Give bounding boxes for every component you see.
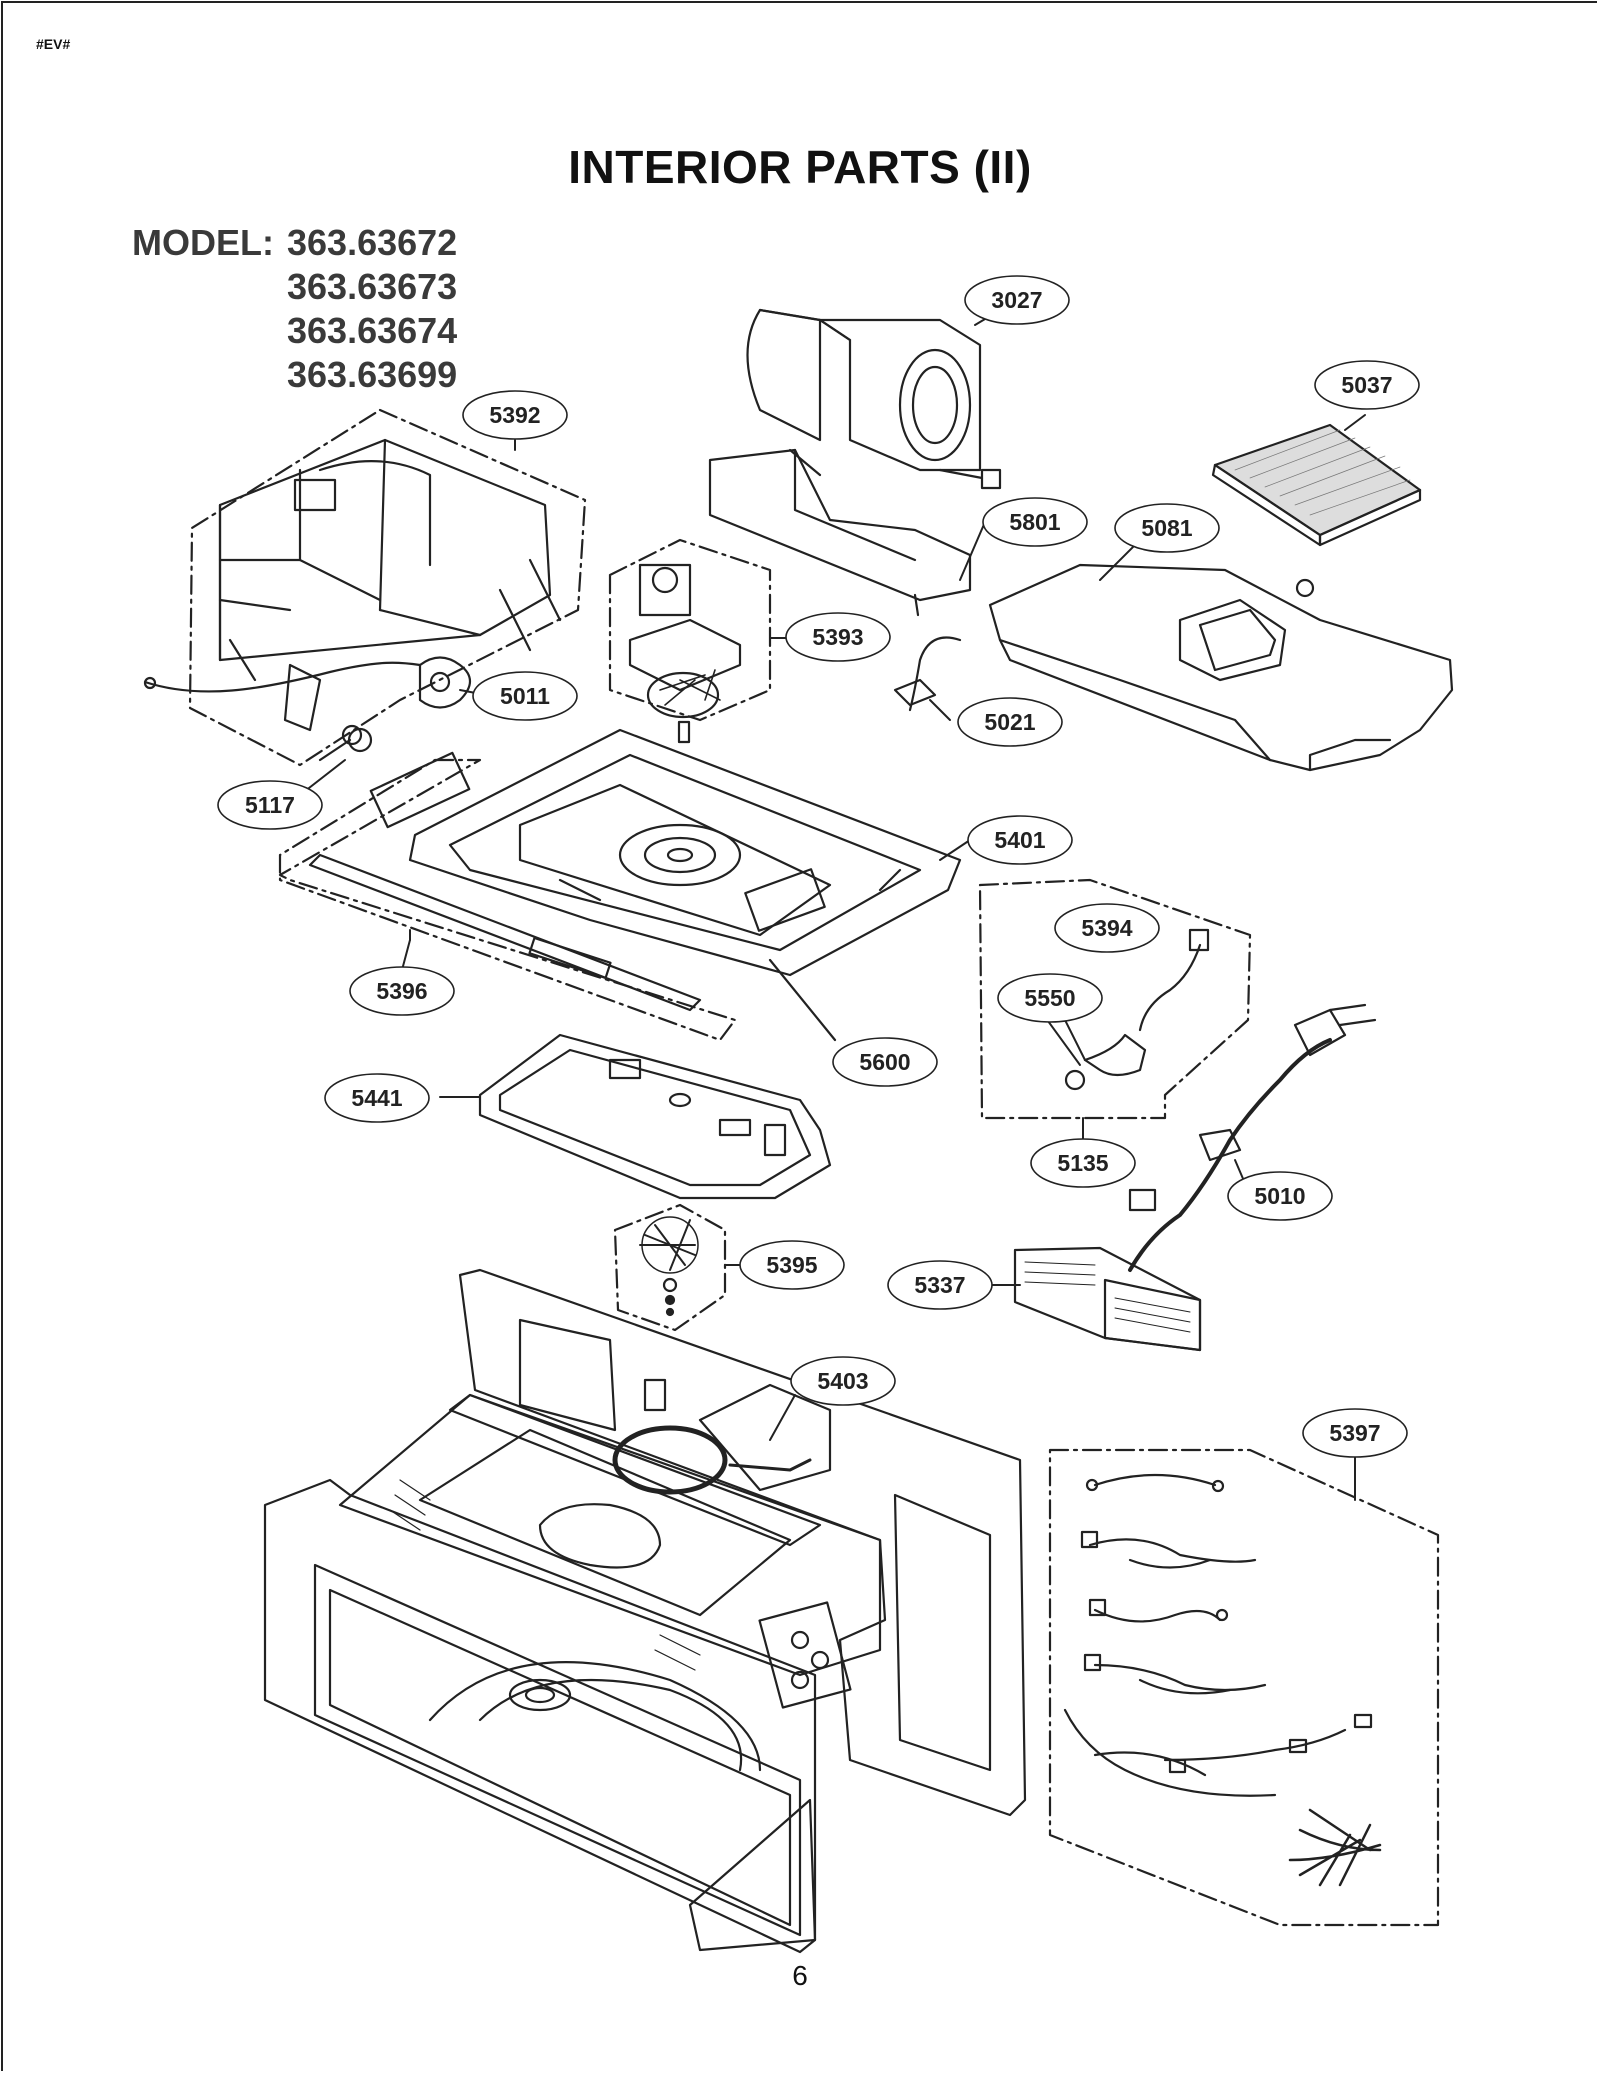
callout-5010: 5010 bbox=[1254, 1183, 1305, 1209]
part-5337-vent-grille bbox=[1013, 1246, 1202, 1352]
callout-3027: 3027 bbox=[991, 287, 1042, 313]
callout-5600: 5600 bbox=[859, 1049, 910, 1075]
group-box-5395 bbox=[613, 1203, 727, 1332]
page-title: INTERIOR PARTS (II) bbox=[568, 141, 1032, 193]
part-5393-motor bbox=[628, 563, 742, 744]
model-number-4: 363.63699 bbox=[287, 354, 458, 395]
callout-5394: 5394 bbox=[1081, 915, 1132, 941]
part-5441-plate bbox=[478, 1033, 832, 1200]
model-number-3: 363.63674 bbox=[287, 310, 458, 351]
part-3027-blower bbox=[746, 308, 1002, 490]
part-5401-cavity-top bbox=[408, 728, 962, 977]
group-box-5135 bbox=[978, 878, 1252, 1120]
page-number: 6 bbox=[792, 1960, 808, 1991]
part-main-cavity bbox=[263, 1268, 1027, 1954]
leader-5600 bbox=[768, 958, 837, 1042]
callout-5401: 5401 bbox=[994, 827, 1045, 853]
callout-5337: 5337 bbox=[914, 1272, 965, 1298]
part-5801-bracket bbox=[708, 448, 972, 617]
callout-5801: 5801 bbox=[1009, 509, 1060, 535]
group-box-5396 bbox=[278, 758, 737, 1042]
leader-lines bbox=[299, 299, 1366, 1501]
group-box-5393 bbox=[608, 538, 772, 722]
callout-5081: 5081 bbox=[1141, 515, 1192, 541]
model-number-2: 363.63673 bbox=[287, 266, 458, 307]
part-5021-wire bbox=[893, 636, 962, 712]
part-5392-fan-duct bbox=[218, 438, 562, 682]
model-number-1: 363.63672 bbox=[287, 222, 458, 263]
callout-5117: 5117 bbox=[245, 792, 295, 818]
model-label: MODEL: bbox=[132, 222, 274, 263]
document-code: #EV# bbox=[36, 36, 71, 52]
callout-5396: 5396 bbox=[376, 978, 427, 1004]
callout-5011: 5011 bbox=[500, 683, 550, 709]
callout-5550: 5550 bbox=[1024, 985, 1075, 1011]
callout-5021: 5021 bbox=[984, 709, 1035, 735]
part-5394-wire bbox=[1064, 928, 1210, 1091]
callout-5135: 5135 bbox=[1057, 1150, 1108, 1176]
callout-5403: 5403 bbox=[817, 1368, 868, 1394]
part-5395-fan bbox=[639, 1216, 699, 1317]
part-5397-wire-harness bbox=[1063, 1473, 1382, 1887]
part-5011-damper-motor bbox=[143, 656, 472, 746]
callout-5037: 5037 bbox=[1341, 372, 1392, 398]
part-5081-top-plate bbox=[988, 563, 1454, 772]
part-5117 bbox=[318, 727, 373, 762]
callout-5392: 5392 bbox=[489, 402, 540, 428]
part-5010-power-cord bbox=[1128, 1003, 1377, 1272]
callout-5441: 5441 bbox=[351, 1085, 402, 1111]
part-5396-heater bbox=[308, 751, 702, 1012]
group-box-5392 bbox=[188, 408, 587, 767]
callout-5395: 5395 bbox=[766, 1252, 817, 1278]
callout-5397: 5397 bbox=[1329, 1420, 1380, 1446]
callout-5393: 5393 bbox=[812, 624, 863, 650]
callout-ellipses bbox=[217, 275, 1420, 1458]
callout-labels: 3027 5037 5392 5801 5081 5393 5011 5021 … bbox=[245, 287, 1393, 1446]
group-box-5397 bbox=[1048, 1448, 1440, 1927]
part-5037-filter bbox=[1211, 423, 1422, 547]
